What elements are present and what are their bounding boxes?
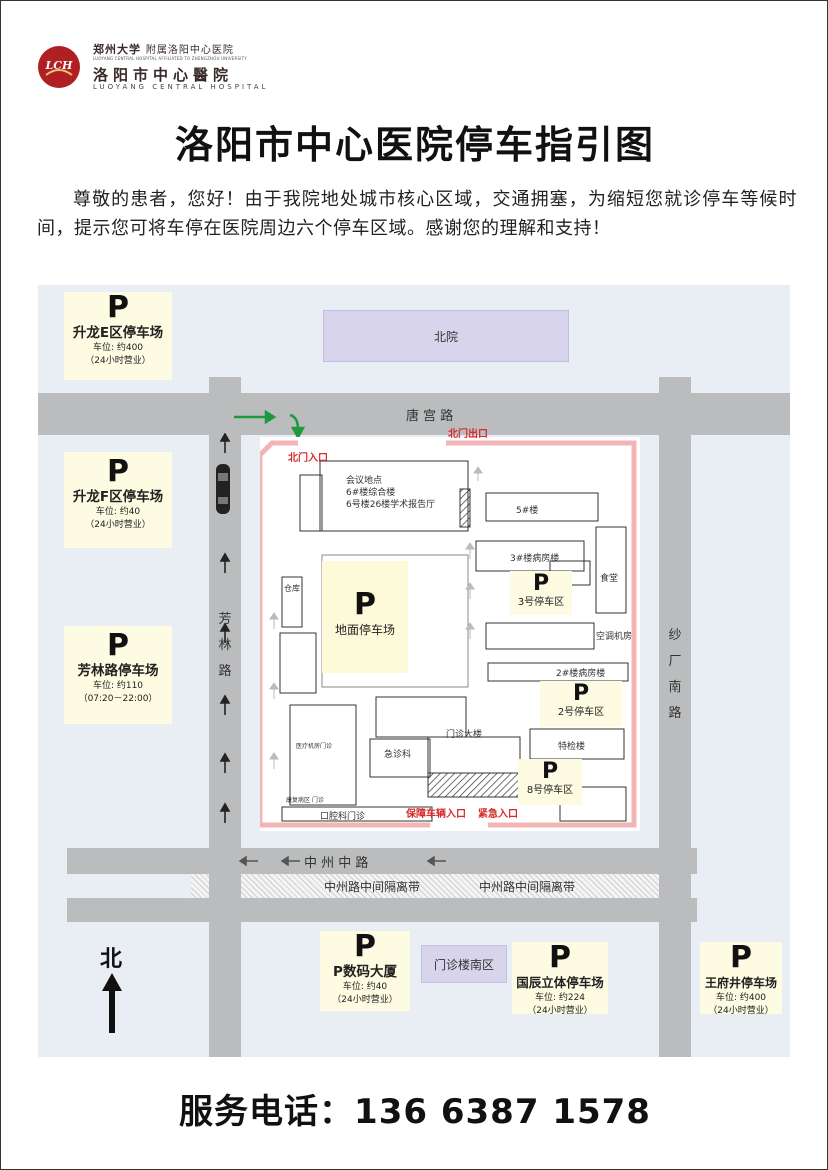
building-special: 特检楼	[558, 742, 586, 752]
parking-shenglong-f: P 升龙F区停车场 车位: 约40 （24小时营业）	[64, 452, 172, 548]
zone-north-campus: 北院	[323, 310, 569, 362]
building-warehouse: 仓库	[284, 584, 300, 593]
building-emergency: 急诊科	[384, 750, 412, 760]
road-label-shachang: 纱厂南路	[668, 628, 682, 721]
building-meeting: 会议地点 6#楼综合楼 6号楼26楼学术报告厅	[346, 476, 436, 510]
brand-english-2: LUOYANG CENTRAL HOSPITAL	[93, 83, 269, 91]
building-dental: 口腔科门诊	[320, 812, 366, 822]
road-arrows-zhongzhou	[238, 855, 446, 867]
parking-ground: P 地面停车场	[322, 561, 408, 673]
hospital-logo: LCH	[38, 46, 80, 88]
building-3: 3#楼病房楼	[510, 554, 560, 564]
parking-3: P 3号停车区	[510, 571, 572, 615]
road-shachang	[659, 377, 691, 1057]
road-label-fanglin: 芳林路	[218, 612, 232, 679]
road-label-zhongzhou: 中 州 中 路	[304, 856, 369, 871]
north-arrow-icon	[102, 973, 122, 1033]
logo-text: LCH	[45, 59, 73, 72]
phone-label: 服务电话：	[179, 1092, 355, 1132]
parking-map: 唐 宫 路 中 州 中 路 中州路中间隔离带 中州路中间隔离带 芳林路 纱厂南路	[38, 285, 790, 1057]
intro-text: 尊敬的患者，您好！由于我院地处城市核心区域，交通拥塞，为缩短您就诊停车等候时间，…	[37, 189, 797, 239]
brand-hospital-name: 洛阳市中心醫院	[93, 66, 234, 84]
road-arrows-fanglin	[219, 433, 231, 823]
median-label-1: 中州路中间隔离带	[324, 880, 421, 894]
emergency-entry-label: 紧急入口	[478, 809, 518, 820]
campus-boundary	[260, 440, 637, 828]
north-label: 北	[100, 947, 123, 972]
building-ac: 空调机房	[596, 632, 633, 642]
building-canteen: 食堂	[600, 574, 619, 584]
parking-shenglong-e: P 升龙E区停车场 车位: 约400 （24小时营业）	[64, 292, 172, 380]
building-2: 2#楼病房楼	[556, 669, 606, 679]
median-label-2: 中州路中间隔离带	[479, 880, 576, 894]
parking-wangfujing: P 王府井停车场 车位: 约400 （24小时营业）	[700, 942, 782, 1016]
parking-fanglin: P 芳林路停车场 车位: 约110 （07:20－22:00）	[64, 626, 172, 724]
parking-shuma: P P数码大厦 车位: 约40 （24小时营业）	[320, 931, 410, 1011]
building-outpatient: 门诊大楼	[446, 730, 483, 740]
building-small-1: 医疗机房门诊	[296, 743, 333, 750]
road-label-tanggong: 唐 宫 路	[406, 409, 454, 424]
hospital-campus: 会议地点 6#楼综合楼 6号楼26楼学术报告厅 5#楼 3#楼病房楼 食堂 空调…	[260, 429, 640, 831]
service-phone: 服务电话：136 6387 1578	[1, 1084, 827, 1133]
page-title: 洛阳市中心医院停车指引图	[174, 123, 655, 167]
north-entry-label: 北门入口	[288, 453, 328, 464]
parking-2: P 2号停车区	[540, 681, 622, 727]
building-small-2: 康复病区 门诊	[286, 797, 324, 804]
brand-university: 郑州大学 附属洛阳中心医院	[93, 43, 234, 56]
building-5: 5#楼	[516, 506, 539, 516]
brand-english-1: LUOYANG CENTRAL HOSPITAL AFFILIATED TO Z…	[93, 56, 247, 61]
zone-outpatient-south: 门诊楼南区	[421, 945, 507, 983]
car-icon	[216, 464, 230, 514]
north-exit-label: 北门出口	[448, 429, 488, 440]
phone-number[interactable]: 136 6387 1578	[354, 1092, 651, 1132]
road-zhongzhou	[67, 848, 697, 874]
road-zhongzhou-south	[67, 898, 697, 922]
parking-8: P 8号停车区	[518, 759, 582, 805]
guarantee-entry-label: 保障车辆入口	[406, 809, 466, 820]
entry-route-arrow	[234, 409, 306, 440]
road-median	[191, 874, 659, 898]
parking-guochen: P 国辰立体停车场 车位: 约224 （24小时营业）	[512, 942, 608, 1016]
